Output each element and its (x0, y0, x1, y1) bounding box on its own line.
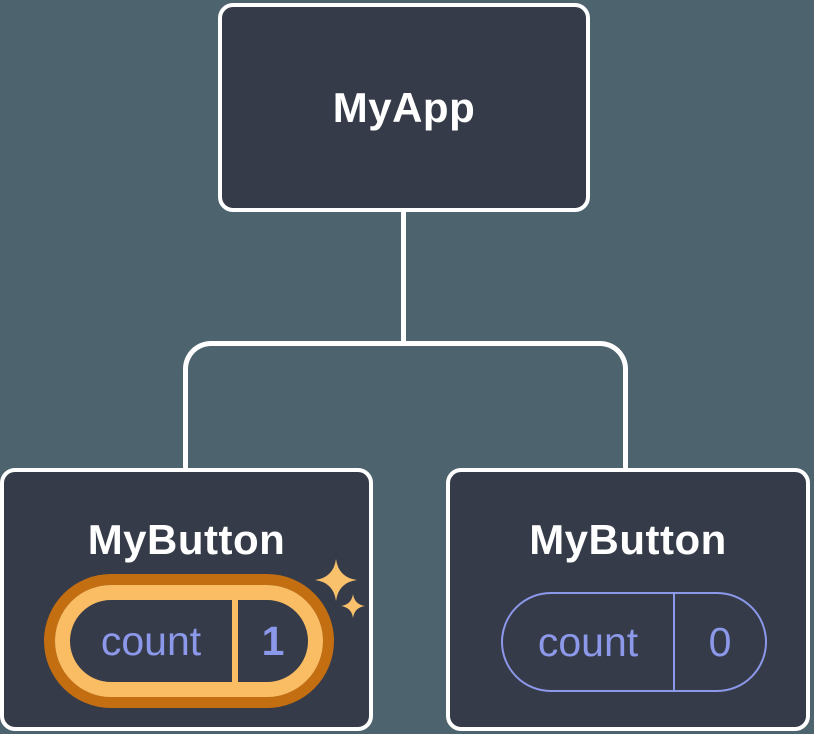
tree-node-mybutton-right: MyButton count 0 (446, 468, 810, 731)
tree-node-myapp: MyApp (218, 3, 590, 212)
state-value-section: 1 (238, 600, 308, 682)
node-content: MyButton count 1 (4, 472, 369, 727)
state-label: count (100, 617, 202, 664)
state-pill-highlighted: count 1 (55, 585, 323, 697)
tree-node-mybutton-left: MyButton count 1 (0, 468, 373, 731)
state-value: 1 (261, 617, 285, 664)
state-label-section: count (503, 594, 673, 690)
pill-divider (232, 600, 238, 682)
state-value-section: 0 (675, 594, 765, 690)
sparkles-icon (315, 559, 365, 618)
node-content: MyButton count 0 (450, 472, 806, 727)
connector-root-stem (401, 210, 406, 346)
node-title: MyButton (529, 516, 727, 563)
pill-divider (673, 594, 675, 690)
state-label-section: count (70, 600, 232, 682)
state-label: count (537, 618, 639, 665)
state-pill: count 0 (501, 592, 767, 692)
connector-branch (183, 341, 628, 472)
state-value: 0 (708, 618, 732, 665)
node-title: MyButton (87, 516, 286, 563)
node-title: MyApp (332, 83, 476, 131)
